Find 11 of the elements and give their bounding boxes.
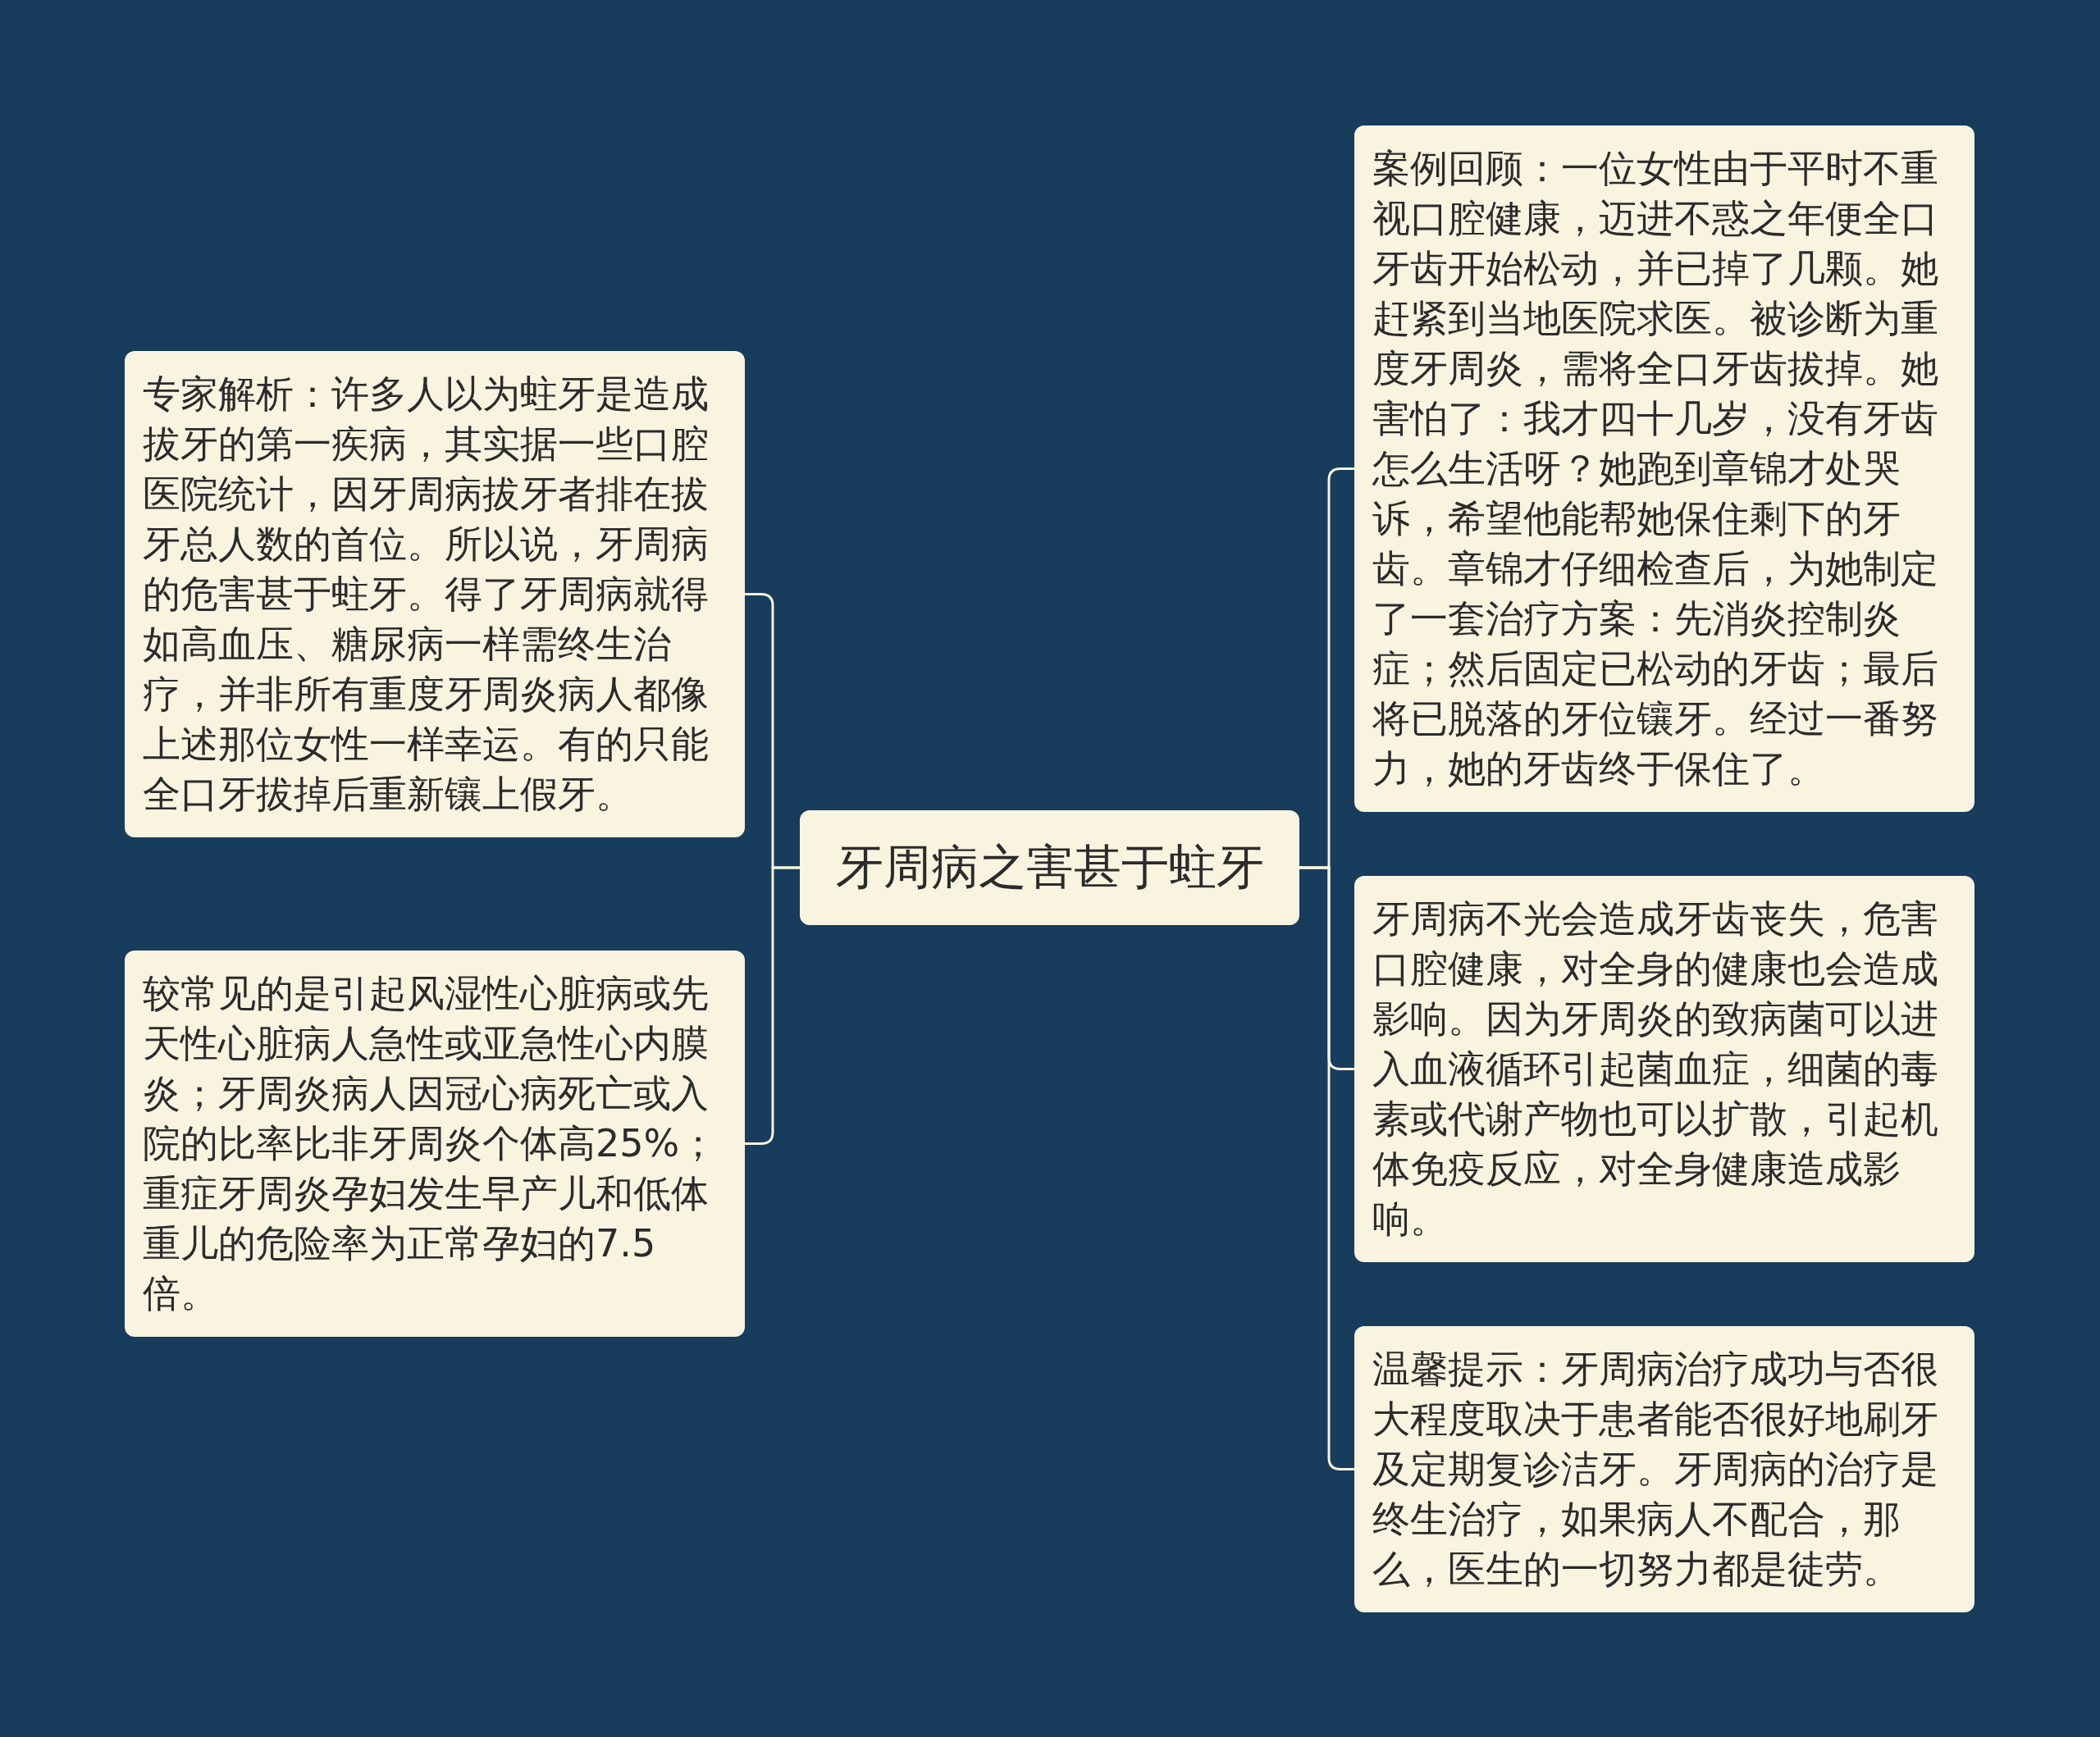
topic-title: 牙周病之害甚于蛀牙 — [835, 838, 1264, 896]
topic-box — [800, 810, 1299, 925]
paragraph: 案例回顾：一位女性由于平时不重视口腔健康，迈进不惑之年便全口牙齿开始松动，并已掉了几颗。她赶紧到当地医院求医。被诊断为重度牙周炎，需将全口牙齿拔掉。她害怕了：我才四十几岁，没有牙齿怎么生活呀？她跑到章锦才处哭诉，希望他能帮她保住剩下的牙齿。章锦才仔细检查后，为她制定了一套治疗方案：先消炎控制炎症；然后固定已松动的牙齿；最后将已脱落的牙位镶牙。经过一番努力，她的牙齿终于保住了。 — [1372, 145, 1939, 792]
paragraph: 较常见的是引起风湿性心脏病或先天性心脏病人急性或亚急性心内膜炎；牙周炎病人因冠心病死亡或入院的比率比非牙周炎个体高25%；重症牙周炎孕妇发生早产儿和低体重儿的危险率为正常孕妇的7.5倍。 — [143, 970, 719, 1317]
text-box — [125, 951, 745, 1337]
text-box — [1354, 1326, 1974, 1612]
text-box — [125, 351, 745, 837]
paragraph: 专家解析：许多人以为蛀牙是造成拔牙的第一疾病，其实据一些口腔医院统计，因牙周病拔牙者排在拔牙总人数的首位。所以说，牙周病的危害甚于蛀牙。得了牙周病就得如高血压、糖尿病一样需终生治疗，并非所有重度牙周炎病人都像上述那位女性一样幸运。有的只能全口牙拔掉后重新镶上假牙。 — [143, 371, 710, 818]
text-box — [1354, 876, 1974, 1262]
paragraph: 温馨提示：牙周病治疗成功与否很大程度取决于患者能否很好地刷牙及定期复诊洁牙。牙周病的治疗是终生治疗，如果病人不配合，那么，医生的一切努力都是徒劳。 — [1372, 1346, 1939, 1593]
paragraph: 牙周病不光会造成牙齿丧失，危害口腔健康，对全身的健康也会造成影响。因为牙周炎的致病菌可以进入血液循环引起菌血症，细菌的毒素或代谢产物也可以扩散，引起机体免疫反应，对全身健康造成影响。 — [1372, 896, 1939, 1242]
